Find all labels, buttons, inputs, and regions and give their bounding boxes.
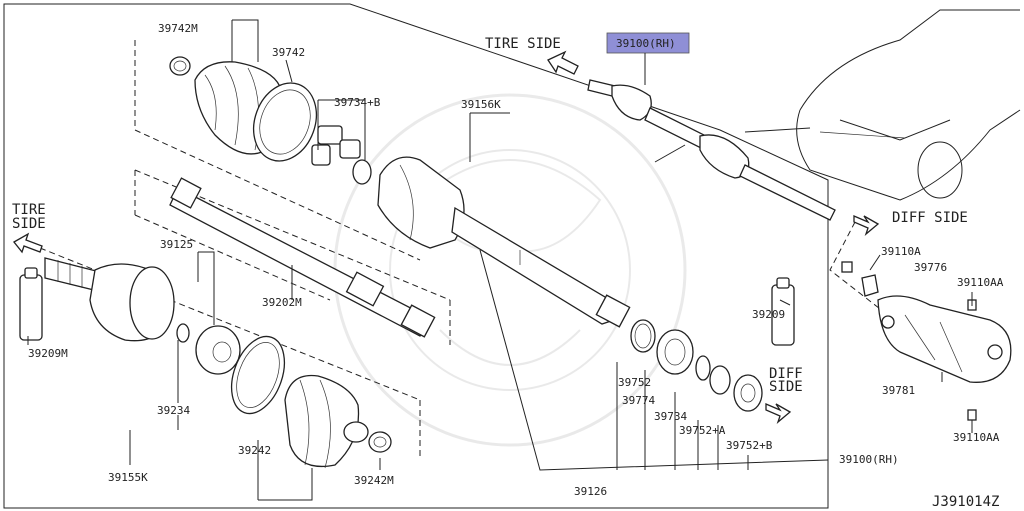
- bracket-assembly: [829, 221, 1012, 421]
- outer-joint-group: [39, 247, 421, 469]
- drawing-code: J391014Z: [932, 494, 999, 510]
- direction-arrow-small: [654, 127, 811, 163]
- label-39752: 39752: [618, 376, 651, 389]
- label-39752A: 39752+A: [679, 424, 726, 437]
- outer-boot-group: [134, 40, 421, 261]
- label-39100rh-top: 39100(RH): [616, 37, 676, 50]
- label-39242M: 39242M: [354, 474, 394, 487]
- diff-side-arrow-right: [853, 215, 880, 236]
- label-diff-side-right: DIFF SIDE: [892, 210, 968, 226]
- vehicle-illustration: [796, 9, 1021, 201]
- tire-side-arrow-left: [13, 232, 43, 254]
- label-39242: 39242: [238, 444, 271, 457]
- label-39110AA-bottom: 39110AA: [953, 431, 1000, 444]
- label-tire-side-top: TIRE SIDE: [485, 36, 561, 52]
- label-39734: 39734: [654, 410, 687, 423]
- diff-side-arrow-mid: [765, 403, 792, 424]
- center-shaft: [134, 169, 451, 345]
- label-diff-side-mid-2: SIDE: [769, 379, 803, 395]
- label-39156K: 39156K: [461, 98, 501, 111]
- label-39110A: 39110A: [881, 245, 921, 258]
- label-39774: 39774: [622, 394, 655, 407]
- label-39209: 39209: [752, 308, 785, 321]
- grease-tube-left: [19, 267, 43, 341]
- label-39742M: 39742M: [158, 22, 198, 35]
- label-39781: 39781: [882, 384, 915, 397]
- label-39742: 39742: [272, 46, 305, 59]
- label-39776: 39776: [914, 261, 947, 274]
- label-39155K: 39155K: [108, 471, 148, 484]
- label-39734B: 39734+B: [334, 96, 381, 109]
- label-39125: 39125: [160, 238, 193, 251]
- grease-tube-right: [771, 277, 795, 346]
- label-39202M: 39202M: [262, 296, 302, 309]
- assembled-driveshaft: [587, 32, 836, 221]
- label-39126: 39126: [574, 485, 607, 498]
- label-39110AA-top: 39110AA: [957, 276, 1004, 289]
- assembly-outline: [3, 3, 829, 509]
- label-diff-side-mid-1: DIFF: [769, 366, 803, 382]
- label-39752B: 39752+B: [726, 439, 773, 452]
- label-39234: 39234: [157, 404, 190, 417]
- label-39100rh-bottom: 39100(RH): [839, 453, 899, 466]
- bearing-group: [630, 319, 763, 412]
- tire-side-arrow-top: [547, 50, 579, 75]
- inner-joint-housing: [377, 156, 631, 328]
- watermark-emblem: [333, 93, 687, 447]
- label-tire-side-left-2: SIDE: [12, 216, 46, 232]
- label-tire-side-left-1: TIRE: [12, 202, 46, 218]
- leader-lines: [27, 19, 973, 501]
- label-39209M: 39209M: [28, 347, 68, 360]
